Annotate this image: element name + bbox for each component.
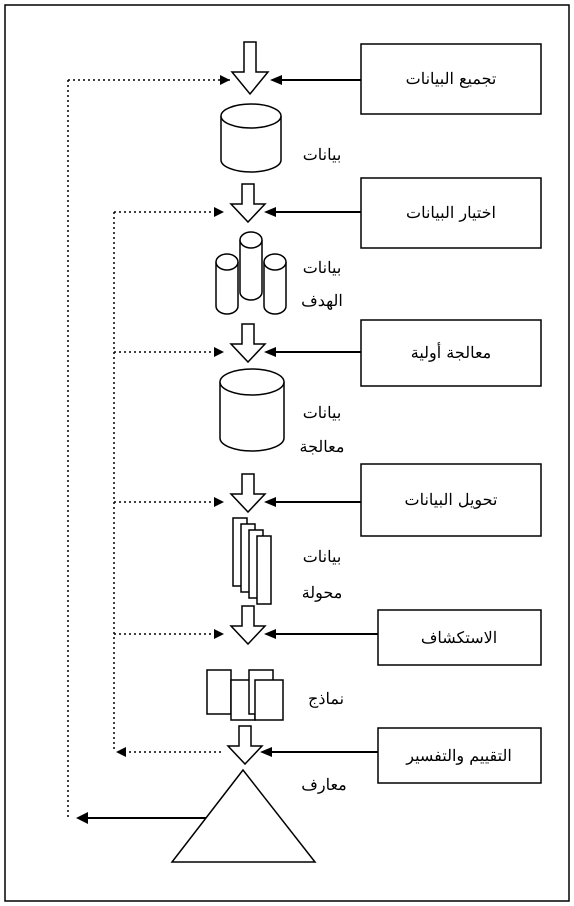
knowledge-triangle-icon [170,768,317,863]
target-data-cylinders-icon [215,231,287,315]
flow-arrow-3 [229,323,267,364]
feedback-arrowhead-2 [214,207,224,217]
patterns-blocks-icon [206,669,284,721]
preprocessed-data-cylinder-icon [219,368,285,452]
feedback-arrowheads [116,75,230,757]
output-label-4-line-1: بيانات [303,547,342,566]
output-label-6-line-1: معارف [301,775,346,794]
output-label-3-line-2: معالجة [300,437,345,456]
output-label-2-line-2: الهدف [301,291,343,310]
step-box-4: تحويل البيانات [360,463,542,537]
connector-arrowhead-3 [264,347,276,357]
output-label-5-line-1: نماذج [308,689,344,708]
step-box-5: الاستكشاف [377,609,542,666]
output-label-2-line-1: بيانات [303,258,342,277]
flow-arrow-2 [229,183,267,224]
connector-arrowhead-2 [264,207,276,217]
step-label-2: اختيار البيانات [406,203,496,222]
output-label-1-line-1: بيانات [303,145,342,164]
step-label-6: التقييم والتفسير [405,746,512,765]
transformed-data-pages-icon [232,517,272,605]
output-label-3-line-1: بيانات [303,403,342,422]
data-cylinder-icon [220,103,282,173]
flow-arrow-5 [229,605,267,646]
step-box-6: التقييم والتفسير [377,727,542,784]
feedback-arrowhead-1 [220,75,230,85]
flow-arrow-4 [229,473,267,514]
connector-arrowhead-5 [264,629,276,639]
step-label-3: معالجة أولية [411,342,491,362]
flow-arrow-1 [230,41,270,96]
step-label-1: تجميع البيانات [406,69,497,88]
flow-arrow-6 [226,725,264,766]
step-label-5: الاستكشاف [421,628,497,647]
step-label-4: تحويل البيانات [405,490,498,509]
feedback-lines [67,79,230,818]
feedback-arrowhead-5 [214,629,224,639]
step-connector-arrowheads [260,75,282,757]
knowledge-output-arrowhead [76,812,88,824]
step-box-3: معالجة أولية [360,319,542,387]
connector-arrowhead-1 [270,75,282,85]
connector-arrowhead-4 [264,497,276,507]
feedback-arrowhead-4 [214,497,224,507]
feedback-arrowhead-6 [116,747,126,757]
output-label-4-line-2: محولة [302,583,343,602]
step-connectors [270,79,378,753]
feedback-arrowhead-3 [214,347,224,357]
diagram-frame [4,4,570,902]
step-box-2: اختيار البيانات [360,177,542,249]
flow-arrows [226,41,270,766]
connector-arrowhead-6 [260,747,272,757]
step-box-1: تجميع البيانات [360,43,542,115]
